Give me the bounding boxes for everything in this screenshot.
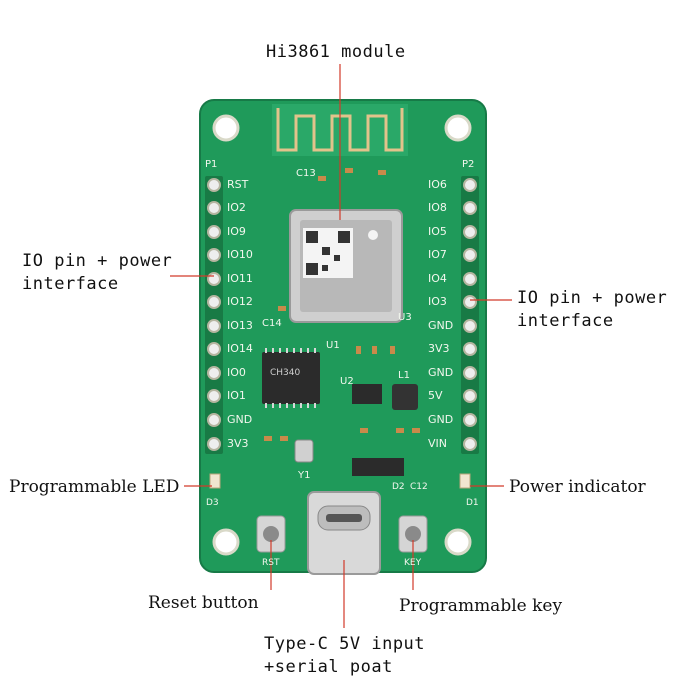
- inductor-l1: [392, 384, 418, 410]
- io-right-label-line2: interface: [517, 311, 614, 331]
- led-d3: [209, 473, 221, 489]
- c14-label: C14: [262, 318, 282, 329]
- right-pin-label: IO6: [428, 178, 447, 191]
- left-pin-label: IO12: [227, 295, 253, 308]
- left-pin-label: RST: [227, 178, 249, 191]
- left-header-pins: [205, 176, 223, 454]
- programmable-key-label: Programmable key: [399, 596, 563, 616]
- regulator-chip: [352, 384, 382, 404]
- d3-label: D3: [206, 498, 219, 508]
- reset-button-graphic: [256, 515, 286, 553]
- header-p2-label: P2: [462, 159, 475, 170]
- right-pin-label: IO3: [428, 295, 447, 308]
- u2-label: U2: [340, 376, 354, 387]
- hi3861-module: [289, 209, 403, 323]
- power-indicator-label: Power indicator: [509, 477, 646, 497]
- right-pin-label: IO5: [428, 225, 447, 238]
- io-left-label-line2: interface: [22, 274, 119, 294]
- ch340-marking: CH340: [270, 368, 301, 378]
- typec-label-line1: Type-C 5V input: [264, 634, 426, 654]
- u1-label: U1: [326, 340, 340, 351]
- right-pin-label: IO4: [428, 272, 447, 285]
- key-button-graphic: [398, 515, 428, 553]
- header-p1-label: P1: [205, 159, 218, 170]
- left-pin-label: IO10: [227, 248, 253, 261]
- right-pin-label: GND: [428, 413, 454, 426]
- io-left-label-line1: IO pin + power: [22, 251, 173, 271]
- u3-label: U3: [398, 312, 412, 323]
- right-pin-label: GND: [428, 319, 454, 332]
- key-silk-label: KEY: [404, 558, 422, 568]
- y1-label: Y1: [298, 470, 311, 481]
- typec-label-line2: +serial poat: [264, 657, 393, 677]
- left-pin-label: IO0: [227, 366, 246, 379]
- diode-d2: [352, 458, 404, 476]
- rst-silk-label: RST: [262, 558, 280, 568]
- left-pin-label: IO13: [227, 319, 253, 332]
- left-pin-label: GND: [227, 413, 253, 426]
- mounting-holes: [212, 114, 472, 556]
- left-pin-label: IO14: [227, 342, 253, 355]
- left-pin-label: 3V3: [227, 437, 249, 450]
- right-pin-label: 5V: [428, 389, 443, 402]
- l1-label: L1: [398, 370, 410, 381]
- leader-lines: [170, 64, 512, 628]
- d1-label: D1: [466, 498, 479, 508]
- d2-label: D2: [392, 482, 405, 492]
- small-components: [264, 168, 420, 441]
- left-pin-label: IO2: [227, 201, 246, 214]
- right-pin-label: GND: [428, 366, 454, 379]
- right-header-pins: [461, 176, 479, 454]
- left-pin-label: IO9: [227, 225, 246, 238]
- hi3861-module-label: Hi3861 module: [266, 42, 406, 62]
- right-pin-label: 3V3: [428, 342, 450, 355]
- right-pin-label: VIN: [428, 437, 447, 450]
- right-pin-label: IO8: [428, 201, 447, 214]
- type-c-connector: [307, 491, 381, 575]
- led-d1: [459, 473, 471, 489]
- c13-label: C13: [296, 168, 316, 179]
- crystal-y1: [294, 439, 314, 463]
- io-right-label-line1: IO pin + power: [517, 288, 668, 308]
- reset-button-label: Reset button: [148, 593, 259, 613]
- programmable-led-label: Programmable LED: [9, 477, 180, 497]
- right-pin-label: IO7: [428, 248, 447, 261]
- left-pin-label: IO1: [227, 389, 246, 402]
- left-pin-label: IO11: [227, 272, 253, 285]
- c12-label: C12: [410, 482, 428, 492]
- ch340-chip: [262, 348, 320, 408]
